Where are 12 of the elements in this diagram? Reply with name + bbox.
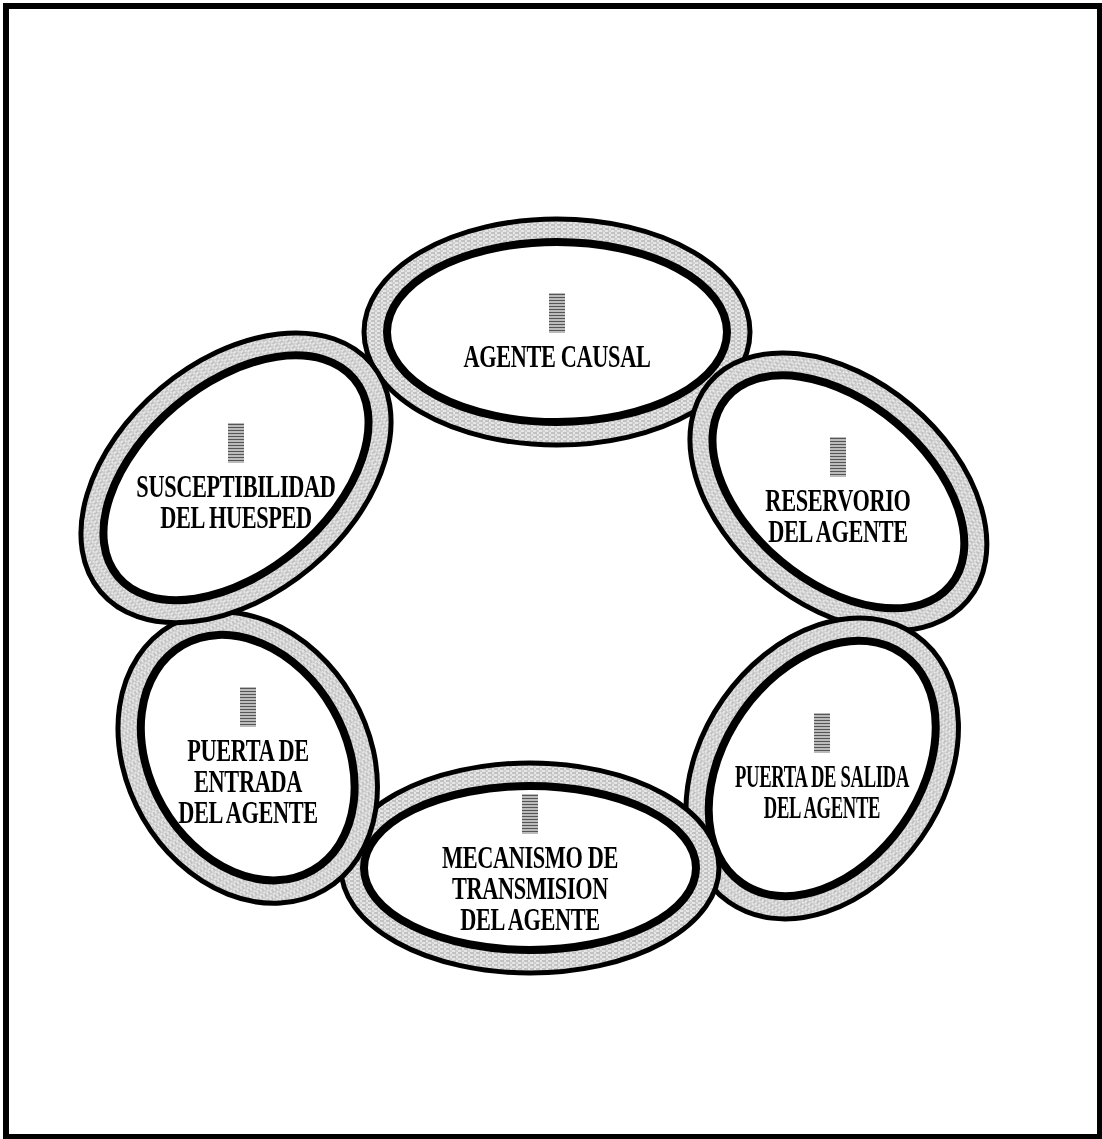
chain-link-ring — [115, 609, 381, 907]
link-label: MECANISMO DE TRANSMISION DEL AGENTE — [440, 841, 620, 935]
chain-link-ring — [361, 216, 753, 448]
chain-link-ring — [682, 614, 962, 922]
link-label: AGENTE CAUSAL — [462, 340, 652, 372]
chain-link-ring — [78, 330, 394, 626]
link-label: SUSCEPTIBILIDAD DEL HUESPED — [135, 471, 337, 533]
chain-link-ring — [686, 350, 990, 634]
link-label: PUERTA DE SALIDA DEL AGENTE — [733, 761, 911, 823]
link-label: RESERVORIO DEL AGENTE — [764, 485, 912, 547]
chain-link-ring — [338, 760, 722, 976]
link-label: PUERTA DE ENTRADA DEL AGENTE — [177, 735, 319, 829]
